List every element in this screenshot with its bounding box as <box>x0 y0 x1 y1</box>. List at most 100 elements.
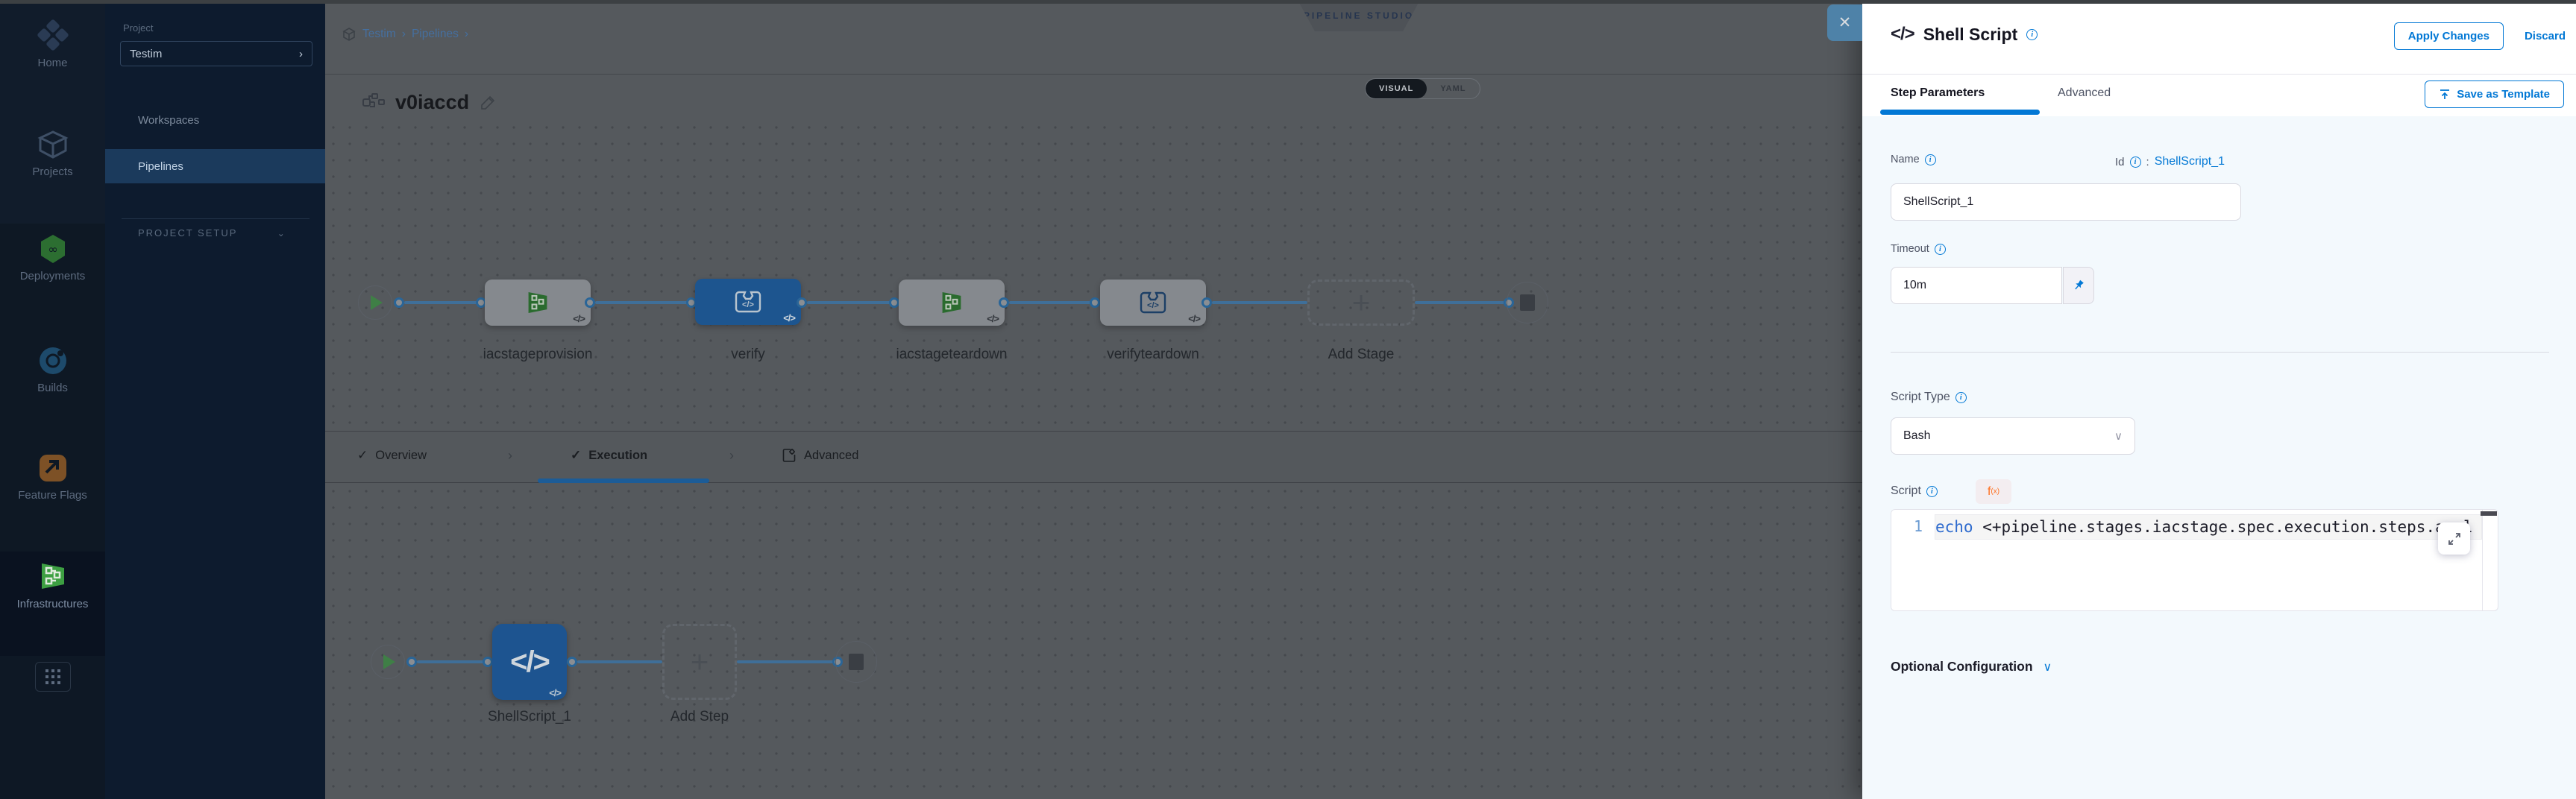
project-setup-label: PROJECT SETUP <box>138 227 238 239</box>
connector-line <box>577 660 662 663</box>
sidebar-item-builds[interactable]: Builds <box>0 344 105 394</box>
script-type-select[interactable]: Bash ∨ <box>1891 417 2135 455</box>
check-icon: ✓ <box>571 448 582 462</box>
step-node-shellscript[interactable]: </> </> <box>492 624 567 700</box>
save-as-template-button[interactable]: Save as Template <box>2425 80 2564 108</box>
breadcrumb-separator: › <box>401 28 406 40</box>
stage-card-iacstageteardown[interactable]: </> <box>899 280 1005 326</box>
script-type-label: Script Type <box>1891 391 1950 403</box>
project-sidebar: Project Testim › Workspaces Pipelines PR… <box>105 0 325 799</box>
stage-card-iacstageprovision[interactable]: </> <box>485 280 591 326</box>
tab-advanced-drawer[interactable]: Advanced <box>2058 86 2111 99</box>
info-icon[interactable]: i <box>1955 391 1967 403</box>
pipeline-studio-badge-label: PIPELINE STUDIO <box>1303 10 1415 21</box>
expression-fx-button[interactable]: f(x) <box>1976 479 2011 504</box>
editor-scrollbar-mark[interactable] <box>2481 511 2497 516</box>
breadcrumb[interactable]: Testim › Pipelines › <box>342 27 468 42</box>
id-value: ShellScript_1 <box>2154 155 2225 168</box>
sidebar-item-pipelines[interactable]: Pipelines <box>105 149 325 183</box>
sidebar-item-deployments[interactable]: ∞ Deployments <box>0 233 105 282</box>
connector-dot <box>394 297 404 308</box>
drawer-close-button[interactable]: ✕ <box>1827 4 1862 41</box>
info-icon[interactable]: i <box>2026 28 2038 40</box>
active-tab-underline <box>1880 110 2040 115</box>
custom-stage-icon: </> <box>1140 291 1166 314</box>
timeout-input-value: 10m <box>1903 279 1927 291</box>
rail-section-modules <box>0 224 105 552</box>
chevron-right-icon: › <box>508 448 512 463</box>
script-code-editor[interactable]: 1 echo <+pipeline.stages.iacstage.spec.e… <box>1891 509 2498 611</box>
breadcrumb-project[interactable]: Testim <box>362 28 396 40</box>
add-stage-button[interactable]: + <box>1307 280 1415 326</box>
name-input[interactable]: ShellScript_1 <box>1891 183 2241 221</box>
project-label: Project <box>123 22 154 34</box>
sidebar-item-label: Pipelines <box>138 160 183 173</box>
upload-icon <box>2440 89 2450 99</box>
info-icon[interactable]: i <box>1924 154 1936 165</box>
connector-line <box>1009 301 1091 304</box>
stage-graph-end-node <box>1507 282 1548 323</box>
toggle-visual[interactable]: VISUAL <box>1366 79 1427 98</box>
svg-text:</>: </> <box>1147 301 1159 310</box>
tab-overview[interactable]: ✓ Overview <box>357 448 427 463</box>
sidebar-divider <box>122 218 310 219</box>
apply-changes-button[interactable]: Apply Changes <box>2393 22 2504 50</box>
info-icon[interactable]: i <box>1934 243 1946 255</box>
advanced-gear-doc-icon <box>782 449 796 462</box>
sidebar-item-home[interactable]: Home <box>0 18 105 69</box>
tab-advanced[interactable]: Advanced <box>782 448 858 463</box>
id-separator: : <box>2146 155 2149 168</box>
pipeline-title-row: v0iaccd <box>362 91 496 114</box>
pipeline-name: v0iaccd <box>395 91 470 113</box>
save-as-template-label: Save as Template <box>2457 88 2550 101</box>
edit-pencil-icon[interactable] <box>480 95 496 111</box>
connector-line <box>1415 301 1504 304</box>
play-icon <box>371 295 383 310</box>
drawer-body: Name i Id i : ShellScript_1 ShellScript_… <box>1862 116 2576 799</box>
stage-card-verify[interactable]: </> </> <box>695 279 801 325</box>
shell-script-drawer: </> Shell Script i Apply Changes Discard… <box>1862 0 2576 799</box>
expand-icon <box>2448 532 2460 545</box>
stage-card-verifyteardown[interactable]: </> </> <box>1100 280 1206 326</box>
drawer-title: Shell Script <box>1923 24 2018 44</box>
connector-dot <box>999 297 1009 308</box>
timeout-pin-addon[interactable] <box>2063 267 2094 304</box>
sidebar-item-infrastructures[interactable]: Infrastructures <box>0 559 105 610</box>
optional-configuration-label: Optional Configuration <box>1891 659 2033 674</box>
stage-label: iacstageprovision <box>483 347 593 362</box>
info-icon[interactable]: i <box>2129 156 2141 168</box>
add-step-button[interactable]: + <box>662 624 737 700</box>
project-name: Testim <box>130 47 163 60</box>
tab-step-parameters[interactable]: Step Parameters <box>1891 86 1985 99</box>
project-selector[interactable]: Testim › <box>120 41 312 66</box>
discard-button[interactable]: Discard <box>2524 30 2566 42</box>
builds-icon <box>39 347 66 374</box>
code-badge: </> <box>549 687 562 698</box>
sidebar-item-feature-flags[interactable]: Feature Flags <box>0 452 105 502</box>
toggle-yaml[interactable]: YAML <box>1440 84 1466 93</box>
info-icon[interactable]: i <box>1926 485 1938 497</box>
timeout-label: Timeout <box>1891 243 1929 255</box>
editor-expand-button[interactable] <box>2438 522 2470 555</box>
project-setup-section[interactable]: PROJECT SETUP ⌄ <box>138 227 286 239</box>
timeout-input[interactable]: 10m <box>1891 267 2094 304</box>
breadcrumb-pipelines[interactable]: Pipelines <box>411 28 459 40</box>
sidebar-item-workspaces[interactable]: Workspaces <box>105 103 325 137</box>
script-type-value: Bash <box>1903 429 1931 442</box>
shell-script-icon: </> <box>1891 24 1915 44</box>
id-label: Id <box>2115 155 2125 168</box>
tab-execution[interactable]: ✓ Execution <box>571 448 647 463</box>
module-grid-button[interactable] <box>35 662 71 692</box>
drawer-header: </> Shell Script i Apply Changes Discard <box>1862 0 2576 75</box>
rail-section-top <box>0 0 105 224</box>
active-tab-underline <box>538 479 709 483</box>
grid-icon <box>45 669 60 684</box>
infrastructures-icon <box>41 563 64 589</box>
infrastructure-stage-icon <box>528 291 547 314</box>
sidebar-item-projects[interactable]: Projects <box>0 128 105 178</box>
rail-label: Deployments <box>19 270 86 282</box>
code-badge: </> <box>573 313 585 324</box>
studio-header: Testim › Pipelines › PIPELINE STUDIO <box>325 0 1862 75</box>
optional-configuration-toggle[interactable]: Optional Configuration ∨ <box>1891 659 2052 675</box>
